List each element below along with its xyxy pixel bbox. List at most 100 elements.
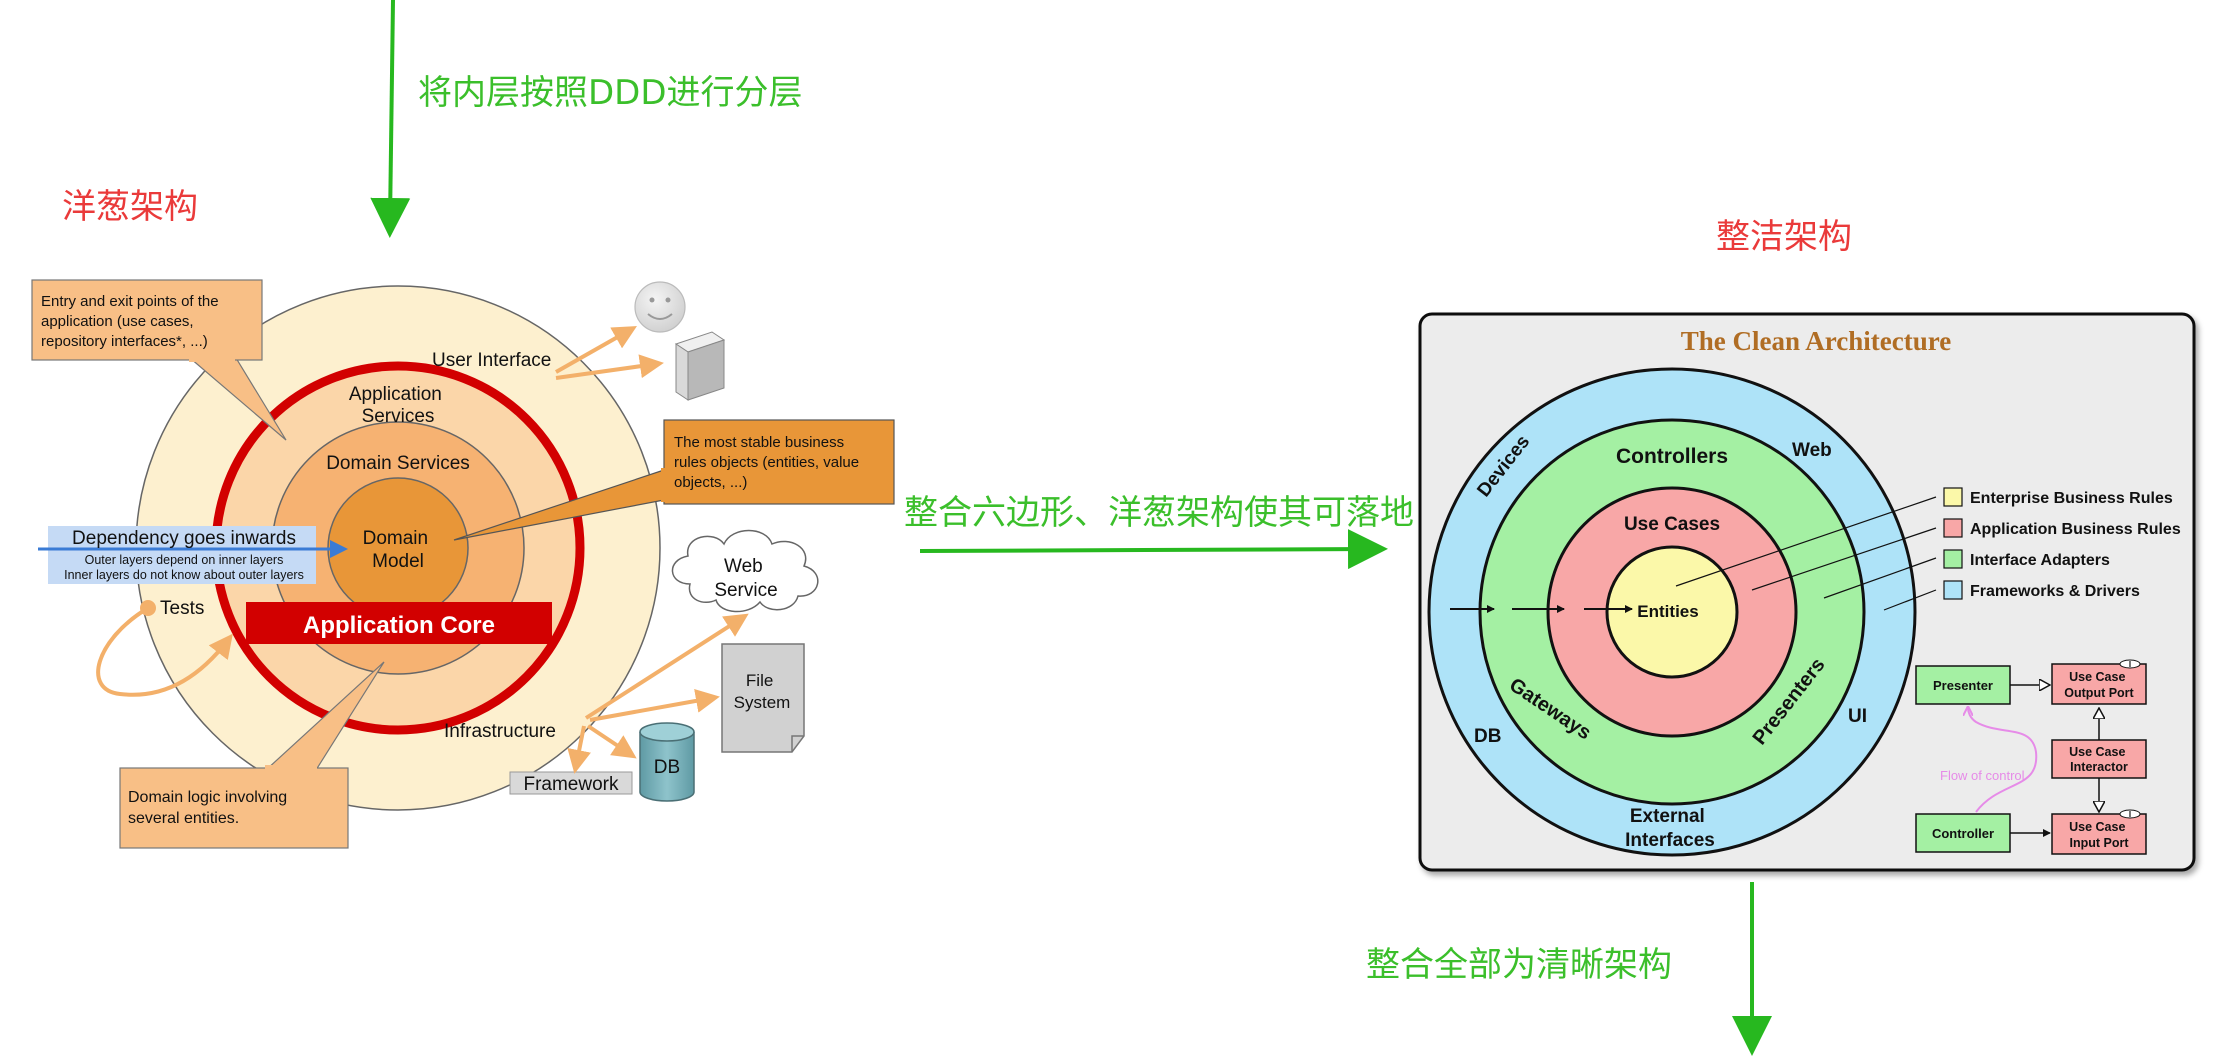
legend-swatch-frameworks xyxy=(1943,580,1963,600)
tests-dot xyxy=(140,600,156,616)
web-service-line2: Service xyxy=(714,580,777,601)
flow-controller-box xyxy=(1915,813,2011,853)
flow-of-control-label: Flow of control xyxy=(1940,768,2025,783)
onion-diagram: User Interface Application Services Doma… xyxy=(31,279,895,849)
flow-input-port-line2: Input Port xyxy=(2069,836,2129,850)
legend-swatch-application xyxy=(1943,518,1963,538)
clean-label-use-cases: Use Cases xyxy=(1624,514,1720,535)
application-core-label: Application Core xyxy=(303,612,495,639)
callout-entry-line1: Entry and exit points of the xyxy=(41,293,219,310)
legend-leader-adapters xyxy=(1823,557,1937,599)
infra-arrow-file xyxy=(589,689,720,722)
callout-stable-line1: The most stable business xyxy=(674,434,844,451)
callout-domain-logic-line1: Domain logic involving xyxy=(128,789,287,806)
legend-leader-application xyxy=(1751,527,1937,591)
cloud-icon: Web Service xyxy=(671,529,819,613)
label-application-services-line1: Application xyxy=(349,384,442,405)
ui-arrow-server xyxy=(555,354,664,380)
flow-input-port-interface-marker xyxy=(2119,809,2141,819)
label-application-services-line2: Services xyxy=(362,406,435,427)
clean-legend: Enterprise Business Rules Application Bu… xyxy=(1943,487,2181,600)
infra-arrow-db xyxy=(586,724,637,759)
annotation-merge-all: 整合全部为清晰架构 xyxy=(1366,945,1672,985)
flow-input-port-label: Use Case Input Port xyxy=(2069,820,2129,850)
clean-architecture-panel: The Clean Architecture Devices Web Contr… xyxy=(1418,312,2196,872)
annotation-merge-hex-onion: 整合六边形、洋葱架构使其可落地 xyxy=(904,493,1414,533)
clean-label-external-line1: External xyxy=(1630,806,1705,827)
clean-label-web: Web xyxy=(1792,440,1832,461)
server-icon xyxy=(674,331,726,401)
clean-architecture-title: The Clean Architecture xyxy=(1681,326,1951,356)
callout-domain-logic-line2: several entities. xyxy=(128,810,239,827)
dependency-title: Dependency goes inwards xyxy=(72,528,296,549)
legend-label-frameworks: Frameworks & Drivers xyxy=(1970,583,2140,600)
clean-label-entities: Entities xyxy=(1637,602,1698,621)
dependency-box xyxy=(48,526,316,584)
clean-core-entities xyxy=(1605,545,1739,679)
clean-label-external-interfaces: External Interfaces xyxy=(1625,806,1715,851)
callout-entry-line3: repository interfaces*, ...) xyxy=(41,333,208,350)
label-domain-model: Domain Model xyxy=(363,528,434,572)
web-service-label: Web Service xyxy=(714,556,777,601)
callout-domain-logic-text: Domain logic involving several entities. xyxy=(128,789,292,827)
flow-output-port-line2: Output Port xyxy=(2064,686,2134,700)
clean-label-ui: UI xyxy=(1848,706,1867,727)
callout-entry-box xyxy=(31,279,263,361)
file-system-icon: File System xyxy=(721,643,805,753)
flow-presenter-label: Presenter xyxy=(1933,678,1993,693)
infra-arrow-web xyxy=(584,613,749,720)
right-arrow-middle xyxy=(919,529,1388,570)
file-system-label: File System xyxy=(734,671,791,712)
down-arrow-top xyxy=(370,0,411,238)
label-infrastructure: Infrastructure xyxy=(444,721,556,742)
label-user-interface: User Interface xyxy=(432,350,551,371)
flow-of-control-diagram: Presenter Use Case Output Port I Use Cas… xyxy=(1915,659,2147,855)
database-icon: DB xyxy=(639,722,695,802)
label-domain-model-line2: Model xyxy=(372,551,424,572)
flow-input-port-line1: Use Case xyxy=(2069,820,2125,834)
flow-of-control-curve xyxy=(1968,708,2038,813)
callout-domain-logic-box xyxy=(119,767,349,849)
flow-presenter-box xyxy=(1915,665,2011,705)
smiley-icon xyxy=(634,281,686,333)
legend-swatch-enterprise xyxy=(1943,487,1963,507)
callout-entry-text: Entry and exit points of the application… xyxy=(41,293,223,350)
web-service-line1: Web xyxy=(724,556,763,577)
application-core-banner xyxy=(246,602,552,644)
legend-leader-enterprise xyxy=(1675,496,1937,587)
file-system-line1: File xyxy=(746,671,773,690)
flow-interactor-line1: Use Case xyxy=(2069,745,2125,759)
flow-input-port-box xyxy=(2051,813,2147,855)
callout-stable-text: The most stable business rules objects (… xyxy=(674,434,863,491)
flow-interactor-label: Use Case Interactor xyxy=(2069,745,2129,774)
onion-title: 洋葱架构 xyxy=(62,187,198,227)
framework-label: Framework xyxy=(523,774,619,795)
label-domain-services: Domain Services xyxy=(326,453,470,474)
clean-label-controllers: Controllers xyxy=(1616,445,1728,468)
callout-stable-line3: objects, ...) xyxy=(674,474,747,491)
flow-input-port-interface-label: I xyxy=(2129,810,2131,819)
annotation-ddd-layering: 将内层按照DDD进行分层 xyxy=(418,73,803,113)
flow-output-port-interface-label: I xyxy=(2129,660,2131,669)
clean-label-db: DB xyxy=(1474,726,1501,747)
label-domain-model-line1: Domain xyxy=(363,528,428,549)
callout-entry-line2: application (use cases, xyxy=(41,313,194,330)
legend-swatch-adapters xyxy=(1943,549,1963,569)
flow-output-port-interface-marker xyxy=(2119,659,2141,669)
legend-label-adapters: Interface Adapters xyxy=(1970,552,2110,569)
file-system-line2: System xyxy=(734,693,791,712)
flow-controller-label: Controller xyxy=(1932,826,1994,841)
infra-arrow-framework xyxy=(567,725,591,774)
legend-leader-frameworks xyxy=(1883,589,1937,611)
legend-label-enterprise: Enterprise Business Rules xyxy=(1970,490,2173,507)
dependency-note-2: Inner layers do not know about outer lay… xyxy=(64,568,304,582)
dependency-note-1: Outer layers depend on inner layers xyxy=(85,553,284,567)
flow-interactor-box xyxy=(2051,739,2147,779)
clean-title-cn: 整洁架构 xyxy=(1716,217,1852,257)
legend-label-application: Application Business Rules xyxy=(1970,521,2181,538)
callout-stable-line2: rules objects (entities, value xyxy=(674,454,859,471)
db-label: DB xyxy=(654,757,680,778)
callout-stable-box xyxy=(663,419,895,505)
flow-output-port-box xyxy=(2051,663,2147,705)
